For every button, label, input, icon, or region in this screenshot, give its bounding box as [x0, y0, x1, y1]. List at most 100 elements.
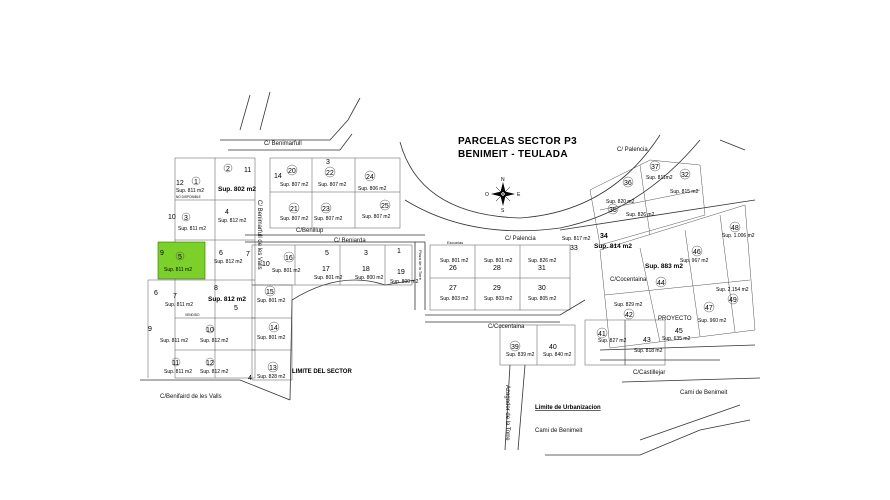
lower-mid-block	[251, 244, 413, 381]
plot-5g-area: Sup. 811 m2	[164, 267, 192, 273]
plot-3d-number[interactable]: 3	[364, 250, 368, 257]
plot-9a-number[interactable]: 9	[160, 250, 164, 257]
plot-12a-number[interactable]: 12	[176, 180, 184, 187]
plot-11a-number[interactable]: 11	[244, 167, 251, 174]
plot-40-number[interactable]: 40	[549, 344, 557, 351]
lower-center-block	[499, 324, 576, 366]
plot-27-number[interactable]: 27	[449, 285, 457, 292]
plot-27-area: Sup. 803 m2	[440, 296, 469, 302]
plot-41-number[interactable]: 41	[598, 331, 606, 338]
plot-10b-number[interactable]: 10	[206, 327, 214, 334]
plot-22-area: Sup. 807 m2	[318, 182, 347, 188]
plot-35-area: Sup. 820 m2	[606, 199, 635, 205]
plot-18-number[interactable]: 18	[362, 266, 370, 273]
plot-4d-number[interactable]: 4	[248, 375, 252, 382]
plot-26-number[interactable]: 26	[449, 265, 457, 272]
plot-25-area: Sup. 807 m2	[362, 214, 391, 220]
plot-28-area: Sup. 801 m2	[484, 258, 513, 264]
plot-10d-number[interactable]: 10	[262, 261, 270, 268]
plot-45-number[interactable]: 45	[675, 328, 683, 335]
plot-46-area: Sup. 967 m2	[680, 258, 709, 264]
plot-49-number[interactable]: 49	[729, 297, 737, 304]
plot-16-number[interactable]: 16	[285, 255, 293, 262]
plot-32-number[interactable]: 32	[681, 172, 689, 179]
plot-1d-number[interactable]: 1	[397, 248, 401, 255]
plot-6a-area: Sup. 812 m2	[214, 259, 243, 265]
plot-32-area: Sup. 815 m2	[670, 189, 699, 195]
plot-25-number[interactable]: 25	[381, 203, 389, 210]
plot-49-area: Sup. 2.154 m2	[716, 287, 749, 293]
plot-11b-area: Sup. 811 m2	[164, 369, 192, 375]
street-plaza: Plaza de la Torre	[418, 250, 423, 281]
street-palencia-mid: C/ Palencia	[505, 236, 536, 242]
plot-26-area: Sup. 801 m2	[440, 258, 469, 264]
plot-37-number[interactable]: 37	[651, 164, 659, 171]
plot-5b-number[interactable]: 5	[234, 305, 238, 312]
plot-45-area: Sup. 635 m2	[662, 336, 691, 342]
plot-7b-area: Sup. 811 m2	[165, 302, 193, 308]
plot-43-number[interactable]: 43	[643, 337, 651, 344]
plot-3a-number[interactable]: 3	[184, 215, 188, 222]
street-palencia-top: C/ Palencia	[617, 147, 648, 153]
plot-44-number[interactable]: 44	[657, 280, 665, 287]
plot-20-number[interactable]: 20	[288, 168, 296, 175]
plot-5g-number[interactable]: 5	[178, 254, 182, 261]
plot-8a-number[interactable]: 8	[214, 285, 218, 292]
plot-2a-area: Sup. 802 m2	[218, 186, 256, 193]
plot-39-area: Sup. 839 m2	[506, 352, 535, 358]
plot-18-area: Sup. 800 m2	[355, 275, 384, 281]
plot-14d-number[interactable]: 14	[270, 325, 278, 332]
plot-15-number[interactable]: 15	[266, 289, 274, 296]
plot-12a-area: Sup. 811 m2	[176, 188, 204, 194]
plot-19-area: Sup. 800 m2	[390, 279, 419, 285]
plot-31-area: Sup. 826 m2	[528, 258, 557, 264]
street-beniarda: C/ Beniarda	[334, 238, 366, 244]
plot-6b-number[interactable]: 6	[154, 290, 158, 297]
plot-5d-number[interactable]: 5	[325, 250, 329, 257]
plot-39-number[interactable]: 39	[511, 344, 519, 351]
plot-31-number[interactable]: 31	[538, 265, 546, 272]
plot-34-number[interactable]: 34	[600, 233, 608, 240]
plot-1a-number[interactable]: 1	[194, 179, 198, 186]
plot-12a-status: NO DISPONIBLE	[176, 195, 201, 199]
plot-16-area: Sup. 801 m2	[272, 268, 301, 274]
plot-2a-number[interactable]: 2	[226, 166, 230, 173]
plot-30-number[interactable]: 30	[538, 285, 546, 292]
plot-42-number[interactable]: 42	[625, 312, 633, 319]
street-cami-benimeit-low: Cami de Benimeit	[535, 428, 583, 434]
plot-23-number[interactable]: 23	[322, 206, 330, 213]
plot-21-number[interactable]: 21	[290, 206, 298, 213]
plot-7a-number[interactable]: 7	[246, 251, 250, 258]
plot-13-number[interactable]: 13	[269, 365, 277, 372]
plot-3c-number[interactable]: 3	[326, 159, 330, 166]
plot-15-area: Sup. 801 m2	[257, 298, 286, 304]
plot-4a-area: Sup. 812 m2	[218, 218, 247, 224]
limite-urbanizacion-note: Limite de Urbanizacion	[535, 405, 601, 411]
plot-4a-number[interactable]: 4	[225, 209, 229, 216]
plot-29-number[interactable]: 29	[493, 285, 501, 292]
plot-35-number[interactable]: 35	[609, 207, 617, 214]
plot-19-number[interactable]: 19	[397, 269, 405, 276]
plot-14c-number[interactable]: 14	[274, 173, 282, 180]
plot-17-number[interactable]: 17	[322, 266, 330, 273]
plot-12b-number[interactable]: 12	[206, 360, 214, 367]
plot-6a-number[interactable]: 6	[219, 250, 223, 257]
plot-36-number[interactable]: 36	[624, 180, 632, 187]
plot-46-number[interactable]: 46	[693, 249, 701, 256]
highlighted-plot-5[interactable]	[157, 241, 206, 280]
plot-47-number[interactable]: 47	[705, 305, 713, 312]
plot-24-number[interactable]: 24	[366, 174, 374, 181]
plot-29-area: Sup. 803 m2	[484, 296, 513, 302]
plot-28-number[interactable]: 28	[493, 265, 501, 272]
plot-9b-number[interactable]: 9	[148, 326, 152, 333]
plot-11b-number[interactable]: 11	[172, 360, 179, 367]
plot-33-number[interactable]: 33	[570, 245, 578, 252]
street-castillejar: C/Castillejar	[633, 370, 665, 376]
plot-48-number[interactable]: 48	[731, 225, 739, 232]
plot-10a-number[interactable]: 10	[168, 214, 176, 221]
compass-west-label: O	[485, 192, 489, 198]
plot-40-area: Sup. 840 m2	[543, 352, 572, 358]
plot-22-number[interactable]: 22	[326, 170, 334, 177]
plot-7b-number[interactable]: 7	[173, 293, 177, 300]
